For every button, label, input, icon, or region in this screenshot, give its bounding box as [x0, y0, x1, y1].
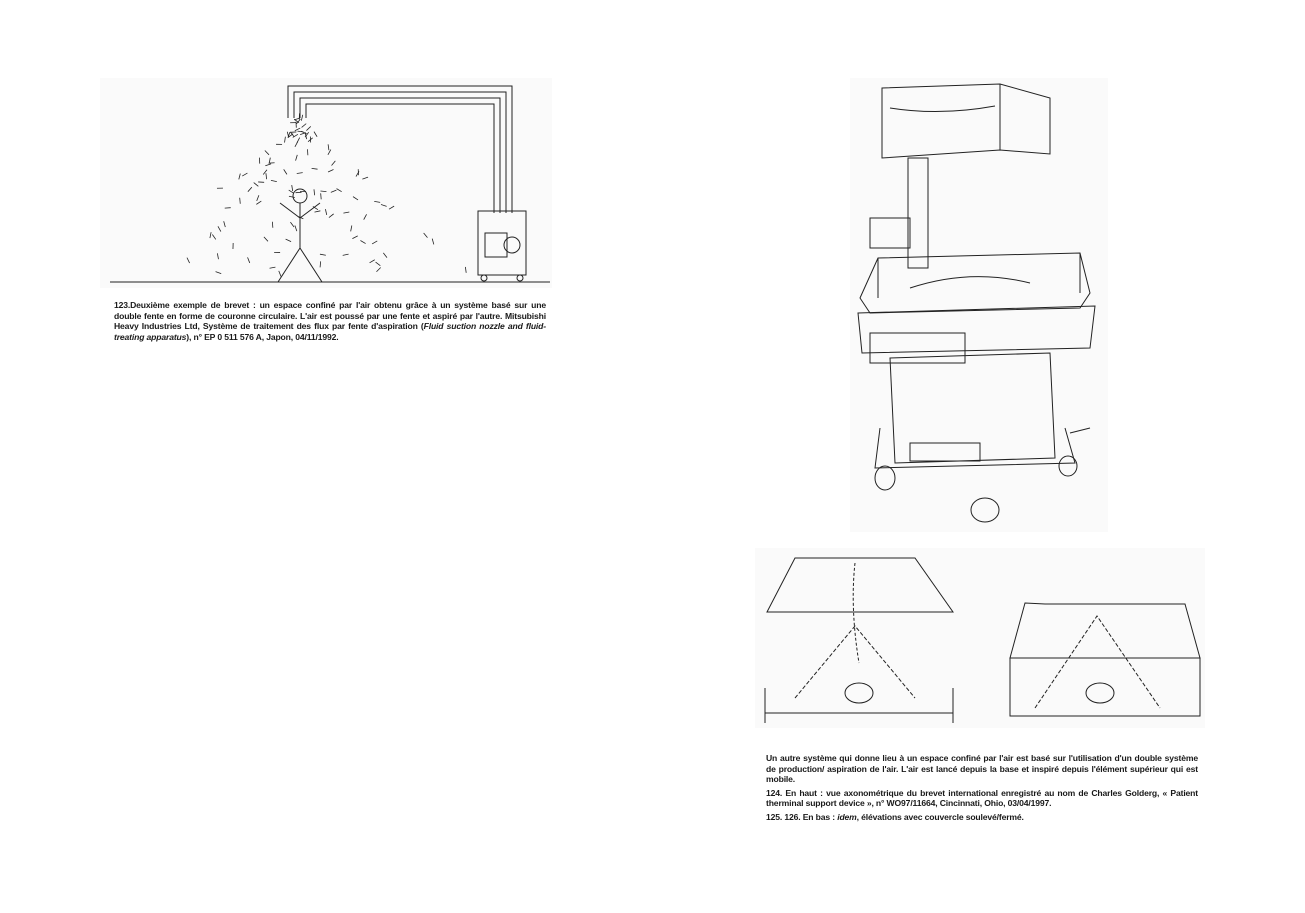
air-flow-arrow	[352, 196, 359, 201]
air-flow-arrow	[369, 259, 375, 264]
air-flow-arrow	[301, 123, 307, 128]
air-flow-arrow	[363, 214, 367, 220]
air-flow-arrow	[283, 169, 288, 175]
air-flow-arrow	[290, 221, 295, 228]
air-flow-arrow	[217, 253, 219, 260]
air-flow-arrow	[312, 206, 319, 210]
caption-text: 125. 126. En bas :	[766, 811, 838, 822]
air-flow-arrow	[212, 234, 217, 240]
figure-124-caption: 124. En haut : vue axonométrique du brev…	[766, 787, 1198, 809]
air-flow-arrow	[284, 136, 286, 143]
air-flow-arrow	[265, 163, 272, 167]
air-flow-arrow	[209, 232, 212, 239]
air-flow-arrow	[239, 197, 241, 204]
air-flow-arrow	[300, 132, 306, 135]
air-flow-arrow	[319, 253, 326, 256]
figure-125-126-caption: 125. 126. En bas : idem, élévations avec…	[766, 812, 1198, 823]
air-flow-arrow	[327, 169, 334, 173]
air-flow-arrow	[319, 261, 322, 268]
air-flow-arrow	[291, 185, 294, 192]
air-flow-arrow	[217, 226, 222, 232]
air-flow-arrow	[313, 189, 316, 196]
air-flow-arrow	[289, 131, 295, 137]
air-flow-arrow	[295, 154, 298, 161]
air-flow-arrow	[352, 235, 358, 239]
air-flow-arrow	[431, 238, 435, 245]
figure-123-caption: 123.Deuxième exemple de brevet : un espa…	[114, 300, 546, 342]
figure-124-incubator-axonometric	[850, 78, 1108, 532]
air-flow-arrow	[296, 172, 303, 174]
air-flow-arrow	[376, 267, 381, 273]
air-flow-arrow	[256, 200, 262, 205]
air-flow-arrow	[294, 127, 301, 132]
air-flow-arrow	[327, 144, 330, 151]
air-flow-arrow	[331, 160, 336, 166]
air-flow-arrow	[342, 253, 349, 256]
air-flow-arrow	[288, 195, 295, 198]
air-flow-arrow	[371, 240, 378, 245]
air-flow-arrow	[215, 271, 222, 275]
air-flow-arrow	[388, 205, 395, 210]
air-flow-arrow	[311, 167, 318, 170]
air-flow-arrow	[253, 182, 259, 187]
air-flow-arrow	[328, 213, 334, 218]
caption-text-tail: ), n° EP 0 511 576 A, Japon, 04/11/1992.	[186, 331, 339, 342]
air-flow-arrow	[307, 137, 313, 142]
caption-text-tail: , élévations avec couvercle soulevé/ferm…	[856, 811, 1024, 822]
intro-paragraph: Un autre système qui donne lieu à un esp…	[766, 753, 1198, 785]
air-flow-arrow	[330, 189, 337, 193]
air-flow-arrow	[262, 169, 268, 175]
air-flow-arrow	[314, 210, 321, 213]
air-flow-arrow	[383, 252, 388, 258]
air-flow-arrow	[380, 204, 387, 207]
air-flow-arrow	[247, 186, 253, 192]
air-flow-arrow	[285, 238, 292, 242]
air-flow-arrow	[350, 225, 353, 232]
air-flow-arrow	[287, 131, 291, 138]
air-flow-arrow	[270, 180, 277, 182]
air-flow-arrow	[343, 211, 350, 214]
air-flow-arrow	[327, 149, 332, 155]
air-flow-arrow	[238, 173, 241, 180]
air-flow-arrow	[301, 130, 307, 135]
air-flow-arrow	[268, 157, 271, 164]
air-flow-arrow	[297, 216, 304, 220]
air-flow-arrow	[374, 200, 381, 203]
caption-text: 123.Deuxième exemple de brevet : un espa…	[114, 300, 546, 332]
air-flow-arrow	[247, 257, 251, 264]
air-flow-arrow	[294, 225, 298, 232]
air-flow-arrow	[288, 189, 295, 194]
air-flow-arrow	[269, 266, 276, 269]
caption-italic-title: Fluid suction nozzle and fluid-treating …	[114, 321, 546, 342]
air-flow-arrow	[336, 188, 342, 193]
air-flow-arrow	[320, 190, 327, 193]
air-flow-arrow	[242, 172, 248, 177]
figure-123-air-curtain-patent-drawing	[100, 78, 552, 288]
air-flow-arrow	[313, 131, 318, 137]
air-flow-arrow	[265, 173, 268, 180]
air-flow-arrow	[300, 114, 304, 121]
air-flow-arrow	[320, 193, 322, 200]
air-flow-arrow	[304, 132, 310, 138]
air-flow-arrow	[264, 150, 270, 156]
figure-125-126-elevations	[755, 548, 1205, 728]
air-flow-arrow	[294, 141, 299, 147]
air-flow-arrow	[263, 236, 269, 242]
air-flow-arrow	[360, 240, 366, 244]
air-flow-arrow	[325, 209, 328, 216]
caption-italic: idem	[837, 811, 857, 822]
air-flow-arrow	[296, 118, 301, 125]
air-flow-arrow	[464, 266, 467, 273]
air-flow-arrow	[294, 117, 301, 121]
air-flow-arrow	[292, 133, 299, 138]
air-flow-arrow	[306, 126, 312, 131]
air-flow-arrow	[362, 176, 369, 180]
air-flow-arrow	[256, 195, 260, 201]
air-flow-arrow	[186, 257, 190, 264]
air-flow-arrow	[223, 221, 226, 228]
air-flow-arrow	[278, 270, 282, 277]
right-page-captions: Un autre système qui donne lieu à un esp…	[766, 753, 1198, 826]
air-flow-arrow	[423, 232, 428, 238]
air-flow-arrow	[375, 261, 381, 267]
